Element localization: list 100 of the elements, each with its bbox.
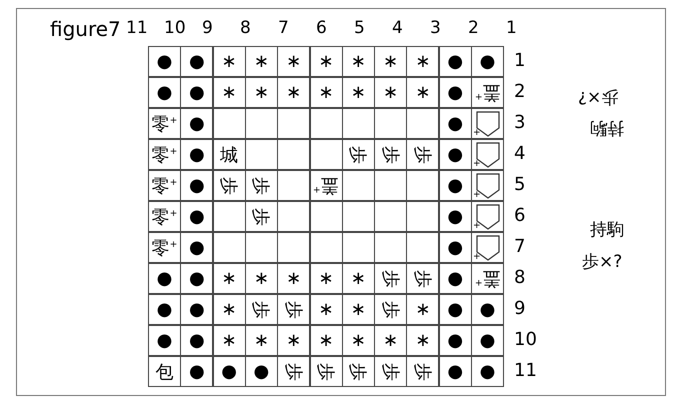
piece-symbol: ● bbox=[156, 51, 172, 72]
piece-symbol: ● bbox=[480, 330, 496, 351]
piece-symbol: 歩 bbox=[282, 300, 305, 318]
piece-symbol: 歩 bbox=[249, 176, 272, 194]
piece-symbol: ● bbox=[447, 361, 464, 382]
plus-mark: + bbox=[473, 160, 481, 169]
piece-symbol: ∗ bbox=[254, 51, 269, 72]
note-text: 歩×? bbox=[582, 251, 622, 273]
piece-symbol: ∗ bbox=[350, 268, 366, 289]
piece-symbol: ● bbox=[254, 361, 270, 382]
piece-symbol: 歩 bbox=[378, 146, 402, 164]
piece-symbol: ∗ bbox=[415, 330, 430, 351]
piece-symbol: ∗ bbox=[350, 82, 366, 103]
piece-symbol: ● bbox=[447, 82, 464, 103]
piece-symbol: ∗ bbox=[286, 82, 302, 103]
piece-symbol: ∗ bbox=[318, 330, 334, 351]
piece-symbol: 歩 bbox=[346, 146, 370, 164]
piece-symbol: 歩 bbox=[314, 362, 337, 380]
piece-symbol: ∗ bbox=[383, 82, 398, 103]
column-number: 1 bbox=[506, 18, 517, 38]
piece-symbol: ∗ bbox=[254, 268, 269, 289]
piece-symbol: ∗ bbox=[318, 82, 334, 103]
piece-symbol: ● bbox=[188, 51, 205, 72]
piece-symbol: ∗ bbox=[415, 51, 430, 72]
row-number: 2 bbox=[514, 81, 526, 102]
note-text: 歩×? bbox=[578, 86, 618, 109]
column-number: 7 bbox=[278, 18, 289, 38]
row-number: 9 bbox=[514, 298, 526, 319]
piece-symbol: 歩 bbox=[249, 300, 272, 318]
note-text: 持駒 bbox=[590, 117, 624, 140]
piece-symbol: 歩 bbox=[378, 362, 402, 380]
piece-symbol: ∗ bbox=[350, 51, 366, 72]
piece-symbol: 歩 bbox=[410, 146, 434, 164]
piece-symbol: ∗ bbox=[254, 330, 269, 351]
piece-symbol: ● bbox=[156, 330, 172, 351]
piece-symbol: ● bbox=[188, 82, 205, 103]
piece-symbol: ● bbox=[447, 237, 464, 258]
piece-symbol: 歩 bbox=[378, 270, 402, 288]
piece-symbol: ● bbox=[156, 299, 172, 320]
piece-symbol: 城 bbox=[220, 144, 238, 166]
piece-symbol: ∗ bbox=[222, 82, 237, 103]
column-number: 2 bbox=[468, 18, 479, 38]
piece-symbol: ∗ bbox=[222, 299, 237, 320]
piece-symbol: ● bbox=[447, 51, 464, 72]
column-number: 11 bbox=[126, 18, 148, 38]
piece-symbol: 零$^{+}$ bbox=[152, 174, 178, 198]
column-number: 10 bbox=[164, 18, 186, 38]
piece-symbol: ● bbox=[156, 268, 172, 289]
piece-symbol: ∗ bbox=[383, 51, 398, 72]
piece-symbol: ● bbox=[480, 51, 496, 72]
row-number: 10 bbox=[514, 329, 537, 350]
piece-symbol: ∗ bbox=[286, 268, 302, 289]
plus-mark: + bbox=[473, 191, 481, 200]
plus-mark: + bbox=[473, 222, 481, 231]
piece-symbol: ● bbox=[188, 330, 205, 351]
piece-symbol: 零$^{+}$ bbox=[152, 144, 178, 166]
row-number: 11 bbox=[514, 360, 537, 381]
column-number: 9 bbox=[202, 18, 213, 38]
column-number: 6 bbox=[316, 18, 327, 38]
row-number: 3 bbox=[514, 112, 526, 133]
piece-symbol: ● bbox=[188, 299, 205, 320]
piece-symbol: ● bbox=[480, 299, 496, 320]
piece-symbol: ∗ bbox=[222, 268, 237, 289]
piece-symbol: ∗ bbox=[415, 299, 430, 320]
piece-symbol: 歩 bbox=[378, 300, 402, 318]
piece-symbol: ● bbox=[188, 237, 205, 258]
piece-symbol: ∗ bbox=[254, 82, 269, 103]
row-number: 6 bbox=[514, 205, 526, 226]
piece-symbol: 歩 bbox=[410, 270, 434, 288]
piece-symbol: ∗ bbox=[222, 330, 237, 351]
piece-symbol: 歩 bbox=[346, 362, 370, 380]
piece-symbol: ∗ bbox=[318, 268, 334, 289]
piece-symbol: ∗ bbox=[318, 51, 334, 72]
piece-symbol: 歩 bbox=[282, 362, 305, 380]
piece-symbol: 零$^{+}$ bbox=[152, 236, 178, 260]
row-number: 1 bbox=[514, 50, 526, 71]
piece-symbol: ∗ bbox=[286, 51, 302, 72]
plus-mark: + bbox=[473, 253, 481, 262]
piece-symbol: ● bbox=[447, 144, 464, 165]
piece-symbol: ∗ bbox=[222, 51, 237, 72]
piece-symbol: ● bbox=[188, 268, 205, 289]
piece-symbol: ● bbox=[188, 175, 205, 196]
column-number: 5 bbox=[354, 18, 365, 38]
piece-symbol: 歩 bbox=[217, 176, 240, 194]
row-number: 4 bbox=[514, 143, 526, 164]
piece-symbol: ● bbox=[221, 361, 237, 382]
column-number: 8 bbox=[240, 18, 251, 38]
plus-mark: + bbox=[473, 129, 481, 138]
piece-symbol: 零$^{+}$ bbox=[152, 206, 178, 228]
piece-symbol: ● bbox=[188, 206, 205, 227]
piece-symbol: ∗ bbox=[286, 330, 302, 351]
row-number: 5 bbox=[514, 174, 526, 195]
column-number: 4 bbox=[392, 18, 403, 38]
row-number: 7 bbox=[514, 236, 526, 257]
piece-symbol: 歩 bbox=[410, 362, 434, 380]
piece-symbol: 零$^{+}$ bbox=[152, 112, 178, 136]
piece-symbol: ∗ bbox=[383, 330, 398, 351]
piece-symbol: ● bbox=[480, 361, 496, 382]
piece-symbol: 包 bbox=[156, 360, 174, 384]
piece-symbol: ● bbox=[447, 206, 464, 227]
